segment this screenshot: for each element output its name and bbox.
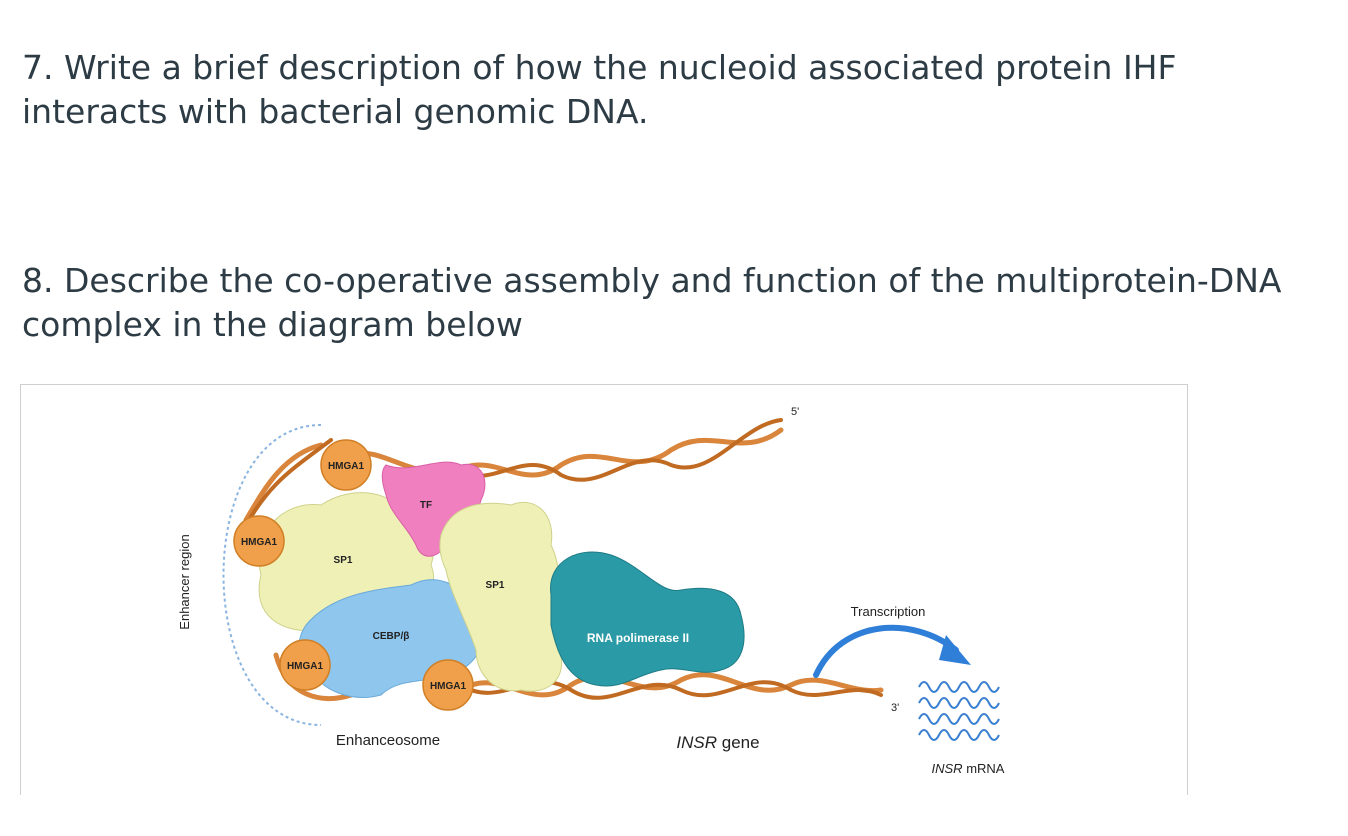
- hmga1-bottom: [422, 659, 474, 711]
- five-prime-label: 5': [791, 406, 799, 418]
- hmga1-lower-left: [279, 639, 331, 691]
- mrna-squiggles: [918, 681, 1000, 741]
- sp1-left-label: SP1: [334, 555, 353, 566]
- rna-pol-label: RNA polimerase II: [587, 631, 689, 645]
- cebp-label: CEBP/β: [373, 631, 410, 642]
- enhancer-region-arc: [222, 424, 322, 726]
- hmga1-top-label: HMGA1: [328, 461, 365, 472]
- mrna-label-italic: INSR: [932, 761, 963, 776]
- hmga1-left: [233, 515, 285, 567]
- transcription-arrowhead: [939, 635, 971, 665]
- tf-label: TF: [420, 500, 432, 511]
- three-prime-label: 3': [891, 702, 899, 714]
- diagram-canvas: HMGA1 HMGA1 HMGA1 HMGA1 TF SP1 SP1 CEBP/…: [177, 406, 1005, 776]
- hmga1-left-label: HMGA1: [241, 537, 278, 548]
- question-8: 8. Describe the co-operative assembly an…: [22, 261, 1282, 344]
- hmga1-lower-left-label: HMGA1: [287, 661, 324, 672]
- sp1-right-blob: [439, 501, 563, 692]
- transcription-label: Transcription: [851, 604, 926, 619]
- sp1-right-label: SP1: [486, 580, 505, 591]
- transcription-arrow: [813, 624, 959, 678]
- hmga1-bottom-label: HMGA1: [430, 681, 467, 692]
- enhanceosome-diagram: HMGA1 HMGA1 HMGA1 HMGA1 TF SP1 SP1 CEBP/…: [20, 384, 1188, 795]
- gene-label-suffix: gene: [717, 733, 760, 752]
- question-7: 7. Write a brief description of how the …: [22, 48, 1177, 131]
- enhanceosome-label: Enhanceosome: [336, 732, 440, 749]
- gene-label-italic: INSR: [676, 733, 717, 752]
- mrna-label-suffix: mRNA: [963, 761, 1005, 776]
- hmga1-top: [320, 439, 372, 491]
- rna-pol-blob: [550, 551, 745, 687]
- gene-label: INSR gene: [676, 733, 759, 752]
- enhancer-region-label: Enhancer region: [177, 534, 192, 629]
- mrna-label: INSR mRNA: [932, 761, 1005, 776]
